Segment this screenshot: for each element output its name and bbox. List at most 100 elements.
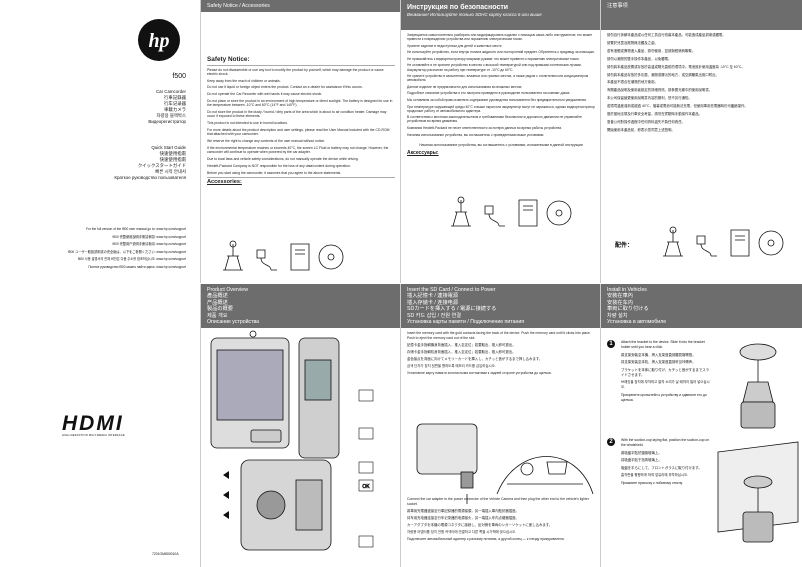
mount-illustration xyxy=(717,343,799,543)
ru-item: Не используйте устройство, если внутрь п… xyxy=(407,50,595,55)
part-number: 7201GM800010A xyxy=(152,552,179,556)
side-arrow-icons xyxy=(223,471,229,519)
overview-panel: Product Overview 產品概述 产品概述 製品の概要 제품 개요 О… xyxy=(200,284,401,567)
ru-item: Мы оставляем за собой право изменять сод… xyxy=(407,98,587,103)
step-number-2: 2 xyxy=(607,438,615,446)
cn-item: 若有液體或異物進入產品，請勿使用，並請與經銷商聯繫。 xyxy=(607,48,696,53)
safety-item: Do not place or store the product in an … xyxy=(207,99,393,108)
title-line: 行車記錄器 xyxy=(164,95,186,100)
cn-item: 有關產品說明及使用者設定的詳細資訊，請參閱光碟中的使用說明書。 xyxy=(607,88,713,93)
sd-step1-line: Insert the memory card with the gold con… xyxy=(407,331,591,340)
ru-item: Компания Hewlett-Packard не несет ответс… xyxy=(407,126,562,130)
ru-accessories-label: Аксессуары: xyxy=(407,149,439,156)
sd-step2-line: カーアダプタを本機の電源コネクタに接続し、反対側を車両のシガーソケットに差し込み… xyxy=(407,522,553,527)
bracket-mount-figure xyxy=(739,343,777,429)
safety-item: If the environmental temperature reaches… xyxy=(207,145,389,155)
ru-item: Не прикасайтесь к видеорегистратору мокр… xyxy=(407,56,580,61)
ru-item: При температуре окружающей среды 40°C и … xyxy=(407,104,595,113)
model-name: f500 xyxy=(172,73,186,80)
qsg-line: Quick Start Guide xyxy=(151,145,186,150)
safety-item: For more details about the product descr… xyxy=(207,128,390,137)
veh-step2-line: 흡착판을 평평하게 하여 앞유리에 부착하십시오. xyxy=(621,473,689,477)
svg-text:OK: OK xyxy=(362,484,370,490)
ru-footer: Начиная использование устройства, вы сог… xyxy=(419,142,583,147)
cn-item: 請勿將本產品放置或存放於高溫或陽光直射的環境中。電池設計使用溫度為 -10°C … xyxy=(607,64,745,69)
veh-step2-line: 将吸盘平贴于挡风玻璃上。 xyxy=(621,458,662,462)
ru-item: Не храните устройство в запыленных, влаж… xyxy=(407,74,589,83)
sd-step1-line: Установите карту памяти золотистыми конт… xyxy=(407,370,552,375)
hdmi-logo: HDMI HIGH-DEFINITION MULTIMEDIA INTERFAC… xyxy=(62,413,125,437)
overview-line: Product Overview xyxy=(207,287,248,293)
sd-step1-line: 記憶卡金手指朝機身背面插入，推入至定位；若要取出，推入即可退出。 xyxy=(407,342,516,347)
bracket-icon xyxy=(223,240,243,271)
safety-item: Do not operate the Car Recorder with wet… xyxy=(207,92,323,97)
safety-item: Keep away from the reach of children or … xyxy=(207,78,281,83)
overview-line: 产品概述 xyxy=(207,299,228,306)
hp-logo: hp xyxy=(137,18,181,67)
manual-line: f500 完整用户说明手册请参阅: www.hp.com/support xyxy=(112,242,186,247)
overview-bar: Product Overview 產品概述 产品概述 製品の概要 제품 개요 О… xyxy=(201,284,401,328)
ok-button: OK xyxy=(358,479,374,492)
ru-accessories-illustration xyxy=(451,196,572,227)
accessories-label: Accessories: xyxy=(207,179,242,186)
vehicle-bar-line: Install in Vehicles xyxy=(607,287,647,293)
russian-panel: Инструкция по безопасности Внимание! Исп… xyxy=(400,0,601,283)
russian-sub: Внимание! Используйте только SDHC карту … xyxy=(407,12,542,17)
sdcard-step2: Connect the car adapter to the power con… xyxy=(401,494,601,547)
veh-step1-line: 將支架安裝至本機，滑入支架座直到聽見喀嚓聲。 xyxy=(621,352,696,357)
vehicle-bar-line: 安裝在車內 xyxy=(607,293,633,300)
cn-item: 本產品不適合在潮濕的地方使用。 xyxy=(607,80,658,85)
title-line: Car Camcorder xyxy=(155,89,186,94)
overview-line: 제품 개요 xyxy=(207,312,228,319)
sdcard-illustration xyxy=(416,423,594,504)
overview-line: Описание устройства xyxy=(207,319,260,326)
sdcard-bar-line: Установка карты памяти / Подключение пит… xyxy=(407,319,525,326)
safety-item: Hewlett-Packard Company is NOT responsib… xyxy=(207,163,351,168)
veh-step1-line: Прикрепите кронштейн к устройству и сдви… xyxy=(621,392,707,402)
overview-line: 製品の概要 xyxy=(207,306,233,313)
sd-step1-line: 金色接点を背面に向けてメモリーカードを挿入し、カチッと音がするまで押し込みます。 xyxy=(407,356,543,361)
cn-item: 若環境溫度達到或超過 40°C，螢幕或電池可能無法充電，但使用車用充電器時仍可繼… xyxy=(607,104,748,109)
product-titles: Car Camcorder 行車記錄器 行车记录器 車載カメラ 차량용 블랙박스… xyxy=(148,89,186,125)
car-adapter-icon xyxy=(256,249,277,271)
safety-body: Safety Notice: Please do not disassemble… xyxy=(201,12,401,188)
vehicle-bar-line: 車両に取り付ける xyxy=(607,306,649,313)
title-line: 行车记录器 xyxy=(164,101,186,106)
cn-item: 請勿以潮濕的雙手操作本產品，以免觸電。 xyxy=(607,56,672,61)
sd-step2-line: 將車用充電器連接至行車記錄器的電源接頭，另一端插入車內點菸器插座。 xyxy=(407,508,519,513)
cn-item: 開始使用本產品前，即表示您同意上述聲明。 xyxy=(607,127,675,132)
ru-item: Запрещается самостоятельно разбирать или… xyxy=(407,33,593,42)
veh-step2-line: 將吸盤平貼於擋風玻璃上。 xyxy=(621,450,662,455)
sdcard-bar: Insert the SD Card / Connect to Power 插入… xyxy=(401,284,601,328)
qsg-line: 快速使用指南 xyxy=(159,157,186,162)
cn-body: 請勿自行拆解本產品或以任何工具自行改裝本產品，可能造成產品損壞或觸電。 請置於兒… xyxy=(601,30,802,139)
vehicle-step2: 2 With the suction-cup laying flat, posi… xyxy=(607,438,711,488)
windshield-figure xyxy=(717,441,799,543)
svg-text:hp: hp xyxy=(148,30,169,52)
cn-item: 請勿自行拆解本產品或以任何工具自行改裝本產品，可能造成產品損壞或觸電。 xyxy=(607,33,726,37)
vehicle-bar-line: 安装在车内 xyxy=(607,299,633,306)
device-side-view xyxy=(298,337,340,459)
sd-step2-line: 将车用充电器连接至行车记录器的电源接头，另一端插入车内点烟器插座。 xyxy=(407,515,519,520)
manual-line: f500 ユーザー取扱説明書の完全版は、以下をご参照ください: www.hp.c… xyxy=(67,249,186,254)
title-line: 車載カメラ xyxy=(164,107,186,112)
ru-item: Подробное описание устройства и его наст… xyxy=(407,91,571,96)
divider xyxy=(207,64,395,66)
manual-line: f500 完整使用說明手冊請參閱: www.hp.com/support xyxy=(112,234,186,239)
title-line: 차량용 블랙박스 xyxy=(156,113,187,118)
cn-accessories-illustration xyxy=(663,226,784,257)
safety-panel: Safety Notice / Accessories Safety Notic… xyxy=(200,0,401,283)
manual-icon xyxy=(730,229,750,257)
device-front-view xyxy=(210,330,290,449)
cn-item: 惠普公司對操作過程中任何資料遺失不負任何責任。 xyxy=(607,119,685,124)
ru-item: В соответствии с местным законодательств… xyxy=(407,115,582,124)
sd-step1-line: 存储卡金手指朝机身背面插入，推入至定位；若要取出，推入即可退出。 xyxy=(407,349,516,354)
vehicle-bar-line: Установка в автомобиле xyxy=(607,319,667,326)
ru-item: Начиная использование устройства, вы сог… xyxy=(407,132,545,137)
vehicle-step1: 1 Attach the bracket to the device. Slid… xyxy=(607,340,711,405)
manual-links: For the full version of the f500 user ma… xyxy=(68,226,186,272)
overview-line: 產品概述 xyxy=(207,293,228,300)
ru-item: Не оставляйте и не храните устройство в … xyxy=(407,63,582,72)
hdmi-logo-text: HDMI xyxy=(62,412,124,435)
safety-item: This product is not intended to use in h… xyxy=(207,121,288,126)
